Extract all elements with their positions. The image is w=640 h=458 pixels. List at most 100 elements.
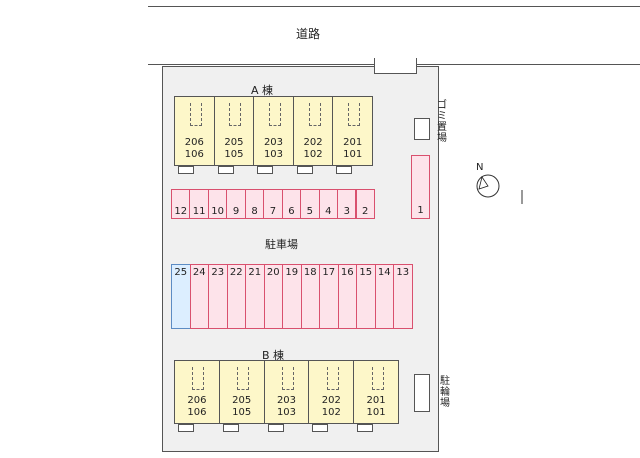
compass-north-label: N	[476, 162, 484, 173]
parking-space-4: 4	[318, 189, 339, 219]
parking-space-number: 25	[174, 267, 188, 278]
parking-space-number: 15	[359, 267, 373, 278]
parking-space-21: 21	[245, 264, 265, 329]
parking-space-number: 2	[362, 206, 369, 217]
building-a-unit-upper-number: 202	[303, 137, 323, 148]
building-b-unit-partition	[192, 367, 205, 390]
building-a-unit-entrance	[178, 166, 194, 174]
parking-space-1: 1	[411, 155, 430, 219]
building-b-unit-entrance	[357, 424, 374, 432]
parking-space-number: 4	[325, 206, 332, 217]
parking-space-number: 7	[269, 206, 277, 217]
building-a-unit-partition	[348, 103, 361, 126]
parking-space-10: 10	[207, 189, 228, 219]
building-a-unit-lower-number: 102	[303, 149, 323, 160]
building-b-unit-lower-number: 101	[366, 407, 386, 418]
building-b-unit-entrance	[178, 424, 194, 432]
parking-space-2: 2	[355, 189, 375, 219]
parking-space-number: 14	[377, 267, 391, 278]
building-a-label: A 棟	[251, 84, 274, 97]
parking-space-20: 20	[263, 264, 283, 329]
building-a-unit-partition	[308, 103, 321, 126]
parking-space-8: 8	[244, 189, 265, 219]
parking-space-19: 19	[282, 264, 302, 329]
parking-space-number: 6	[288, 206, 295, 217]
road-bottom-line	[148, 64, 374, 65]
parking-space-22: 22	[226, 264, 246, 329]
building-a-unit-upper-number: 201	[343, 137, 363, 148]
road-bottom-line-right	[416, 64, 640, 65]
parking-space-12: 12	[171, 189, 191, 219]
building-b-unit-partition	[371, 367, 384, 390]
building-b-unit-lower-number: 102	[321, 407, 341, 418]
building-a-unit-lower-number: 105	[224, 149, 244, 160]
parking-space-number: 3	[343, 206, 350, 217]
building-a-unit-partition	[189, 103, 202, 126]
parking-space-number: 12	[174, 206, 188, 217]
building-b-unit-partition	[281, 367, 294, 390]
entrance-notch	[374, 58, 417, 74]
building-a-unit-upper-number: 206	[184, 137, 204, 148]
parking-space-25: 25	[171, 264, 191, 329]
building-a-unit-entrance	[336, 166, 353, 174]
parking-space-7: 7	[263, 189, 283, 219]
building-a-unit-entrance	[217, 166, 234, 174]
parking-space-number: 20	[266, 267, 280, 278]
parking-space-24: 24	[189, 264, 209, 329]
parking-space-number: 22	[229, 267, 243, 278]
building-a-unit-partition	[229, 103, 242, 126]
building-b-unit-entrance	[267, 424, 284, 432]
parking-space-16: 16	[337, 264, 357, 329]
parking-space-number: 21	[248, 267, 262, 278]
bicycle-parking-box	[414, 374, 430, 412]
building-b-label: B 棟	[262, 349, 285, 362]
parking-space-23: 23	[208, 264, 228, 329]
parking-space-number: 18	[303, 267, 317, 278]
parking-space-6: 6	[281, 189, 302, 219]
parking-space-number: 5	[306, 206, 314, 217]
building-a-unit-upper-number: 203	[263, 137, 284, 148]
parking-space-14: 14	[374, 264, 394, 329]
parking-space-15: 15	[356, 264, 376, 329]
building-a-unit-entrance	[296, 166, 313, 174]
parking-space-11: 11	[189, 189, 209, 219]
building-b-unit-partition	[237, 367, 250, 390]
garbage-area-box	[414, 118, 430, 140]
building-b-unit-partition	[326, 367, 339, 390]
parking-space-number: 16	[340, 267, 354, 278]
parking-space-17: 17	[319, 264, 339, 329]
building-a-unit-partition	[268, 103, 281, 126]
parking-space-number: 23	[211, 267, 225, 278]
parking-space-number: 17	[322, 267, 336, 278]
parking-space-number: 13	[396, 267, 410, 278]
building-a-unit-lower-number: 103	[263, 149, 284, 160]
building-a-unit-upper-number: 205	[224, 137, 244, 148]
parking-space-18: 18	[300, 264, 320, 329]
building-b-unit-upper-number: 203	[276, 395, 297, 406]
building-a-unit-entrance	[257, 166, 274, 174]
road-top-line	[148, 6, 640, 7]
parking-space-13: 13	[393, 264, 413, 329]
parking-space-number: 19	[285, 267, 299, 278]
parking-space-number: 9	[232, 206, 240, 217]
building-b-unit-upper-number: 201	[366, 395, 386, 406]
parking-space-number: 8	[251, 206, 258, 217]
bicycle-parking-label: 駐輪場	[440, 376, 450, 409]
building-a-unit-lower-number: 106	[184, 149, 204, 160]
building-b-unit-upper-number: 206	[187, 395, 207, 406]
building-b-unit-lower-number: 105	[232, 407, 252, 418]
compass-icon	[476, 174, 523, 204]
parking-label: 駐車場	[265, 238, 298, 251]
parking-space-9: 9	[226, 189, 246, 219]
parking-space-3: 3	[337, 189, 357, 219]
